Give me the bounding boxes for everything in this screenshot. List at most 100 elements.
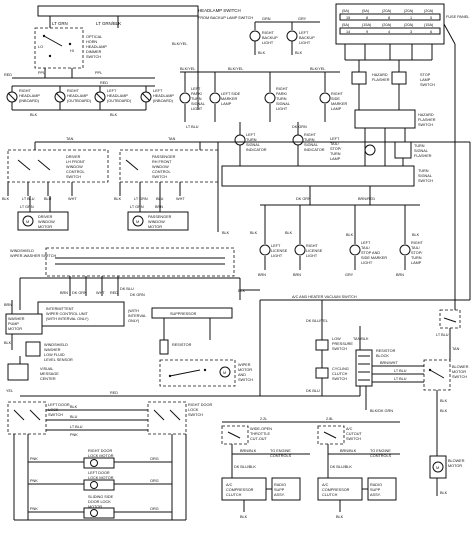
svg-text:LT BLU: LT BLU	[70, 425, 83, 429]
wire-lt-blu-3: LT BLU	[436, 333, 449, 337]
wire-blk-3: BLK	[258, 51, 266, 55]
wire-blk-yel-1: BLK/YEL	[172, 42, 187, 46]
ac-section: A/C AND HEATER VACUUM SWITCH LT BLU DK B…	[221, 295, 470, 519]
fuse-grid: (5A) (5A) (20A) (20A) (20A) 15 8 8 1 5 (…	[339, 9, 441, 35]
svg-text:LT GRN: LT GRN	[130, 205, 144, 209]
suppressor-label: SUPPRESSOR	[170, 312, 197, 316]
wire-blk-4: BLK	[295, 51, 303, 55]
svg-text:8: 8	[388, 16, 390, 20]
wire-brn-wht: BRN/WHT	[380, 361, 398, 365]
wire-gry: GRY	[298, 17, 307, 21]
svg-text:6: 6	[430, 30, 432, 34]
svg-text:BLK: BLK	[336, 515, 344, 519]
svg-text:BRN/BLK: BRN/BLK	[340, 449, 357, 453]
svg-text:BRN: BRN	[258, 273, 266, 277]
backup-lamp-switch-label: FROM BACKUP LAMP SWITCH	[198, 16, 253, 20]
svg-text:(20A): (20A)	[404, 9, 414, 13]
svg-text:DK GRN: DK GRN	[130, 293, 145, 297]
wire-red-3: RED	[110, 391, 118, 395]
svg-text:M: M	[223, 371, 226, 375]
svg-text:ORG: ORG	[150, 479, 159, 483]
wire-blk-2: BLK	[110, 113, 118, 117]
svg-text:GRY: GRY	[345, 273, 354, 277]
svg-text:M: M	[136, 220, 139, 224]
wire-tan-blk: TAN/BLK	[353, 337, 369, 341]
ac-heater-vacuum-switch-label: A/C AND HEATER VACUUM SWITCH	[292, 295, 357, 299]
wire-blk-dk-grn: BLK/DK GRN	[370, 409, 393, 413]
svg-text:BLK: BLK	[114, 197, 122, 201]
svg-text:1: 1	[410, 16, 412, 20]
wire-blk-yel-4: BLK/YEL	[310, 67, 325, 71]
dimmer-hi-label: HI	[70, 49, 74, 53]
svg-text:BLK: BLK	[440, 399, 448, 403]
svg-text:TAN: TAN	[452, 347, 460, 351]
svg-text:BRN: BRN	[293, 273, 301, 277]
svg-text:(20A): (20A)	[382, 23, 392, 27]
wire-ppl-1: PPL	[38, 71, 45, 75]
svg-text:BRN: BRN	[60, 291, 68, 295]
wire-grn: GRN	[262, 17, 271, 21]
wire-blk-5: BLK	[250, 231, 258, 235]
wire-tan-1: TAN	[66, 137, 74, 141]
wire-brn-blk: BRN/BLK	[240, 449, 257, 453]
svg-text:BLK: BLK	[440, 491, 448, 495]
svg-text:BRN: BRN	[396, 273, 404, 277]
svg-text:BLK: BLK	[70, 405, 78, 409]
engine-22-label: 2.2L	[260, 417, 267, 421]
wire-blk-yel-3: BLK/YEL	[228, 67, 243, 71]
svg-text:14: 14	[346, 30, 350, 34]
svg-text:BLU: BLU	[44, 197, 52, 201]
dimmer-lo-label: LO	[38, 45, 43, 49]
svg-text:9: 9	[366, 30, 368, 34]
wire-blk-yel-2: BLK/YEL	[180, 67, 195, 71]
wire-blk-9: BLK	[222, 231, 230, 235]
svg-text:LT GRN: LT GRN	[20, 205, 34, 209]
svg-text:(15A): (15A)	[362, 23, 372, 27]
svg-text:LT BLU: LT BLU	[394, 369, 407, 373]
svg-text:BLK: BLK	[2, 197, 10, 201]
svg-text:BLK: BLK	[4, 341, 12, 345]
wire-pnk-2: PNK	[30, 457, 38, 461]
svg-text:5: 5	[430, 16, 432, 20]
headlamp-section: HEADLAMP SWITCH LT GRN LT GRN/BLK LO HI …	[4, 5, 241, 117]
svg-text:(5A): (5A)	[362, 9, 370, 13]
wire-ppl-2: PPL	[95, 71, 102, 75]
wire-dk-blu: DK BLU	[306, 389, 320, 393]
svg-text:15: 15	[346, 16, 350, 20]
